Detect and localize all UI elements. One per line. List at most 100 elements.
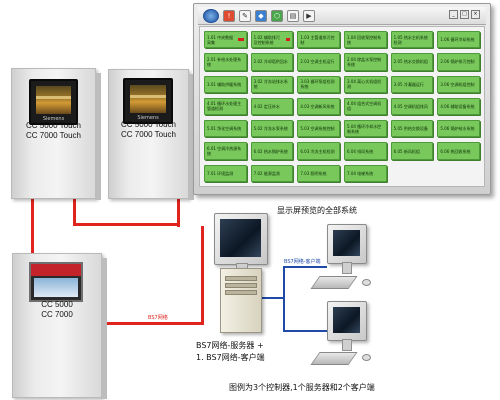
alarm-indicator — [237, 38, 244, 42]
system-tile[interactable]: 7.04 电梯系统 — [344, 164, 387, 182]
system-tile-label: 5.03 空调系统控制 — [300, 126, 335, 132]
network-line-server-riser — [201, 226, 204, 325]
system-tile[interactable]: 3.03 循环泵组检测系统 — [297, 75, 340, 93]
system-tile[interactable]: 7.01 环境监测 — [204, 164, 247, 182]
system-tile[interactable]: 2.01 补给水处理系统 — [204, 53, 247, 71]
system-tile[interactable]: 3.04 离心式机组检测 — [344, 75, 387, 93]
system-tile[interactable]: 1.02 辅助排污及控制系统 — [250, 31, 294, 49]
system-tile-label: 7.03 照明系统 — [300, 170, 327, 176]
client-2-keyboard — [310, 352, 358, 365]
system-tile-label: 7.01 环境监测 — [207, 170, 234, 176]
client-2-stand — [342, 339, 352, 351]
system-tile[interactable]: 4.04 组合式空调机组 — [344, 97, 387, 116]
system-tile[interactable]: 3.05 冷凝器运行 — [390, 75, 434, 93]
system-tile-label: 3.03 循环泵组检测系统 — [300, 79, 335, 90]
client-line-horizontal — [262, 297, 284, 299]
network-line-horizontal — [73, 223, 179, 226]
system-tile-label: 1.03 主管道排污控制 — [300, 34, 335, 45]
system-tile-label: 6.02 热水锅炉系统 — [253, 148, 288, 154]
system-tile-label: 6.01 空调冷热源系统 — [207, 146, 242, 157]
system-tile[interactable]: 5.01 净化空调系统 — [204, 120, 247, 138]
system-tile[interactable]: 1.04 回收泵控制系统 — [344, 31, 387, 49]
system-tile[interactable]: 5.06 锅炉给水系统 — [437, 120, 480, 138]
system-tile[interactable]: 7.03 照明系统 — [297, 164, 340, 182]
controller-touch-screen: Siemens — [123, 78, 173, 124]
system-tile-label: 1.04 回收泵控制系统 — [347, 34, 382, 45]
bs7-network-label: BS7网络 — [148, 315, 168, 321]
system-tile[interactable]: 2.05 热水交换机组 — [390, 53, 434, 71]
system-tile-label: 5.01 净化空调系统 — [207, 126, 242, 132]
logo-icon[interactable] — [203, 8, 219, 23]
system-tile[interactable]: 3.06 空调机组控制 — [437, 75, 480, 93]
play-icon[interactable]: ▶ — [303, 9, 315, 22]
system-tile[interactable]: 3.02 冷冻站排水系统 — [250, 75, 294, 93]
system-tile[interactable]: 2.04 除盐水泵控制系统 — [344, 53, 387, 71]
system-tile[interactable]: 6.02 热水锅炉系统 — [250, 142, 294, 160]
system-tile[interactable]: 6.04 排风系统 — [344, 142, 387, 160]
system-tile-label: 5.05 供热交换设备 — [393, 126, 428, 132]
system-tile[interactable]: 6.06 热回收系统 — [437, 142, 480, 160]
display-caption: 显示屏预览的全部系统 — [277, 206, 357, 215]
maximize-button[interactable]: □ — [460, 10, 469, 19]
system-tile-label: 4.04 组合式空调机组 — [347, 101, 382, 112]
system-tile-label: 4.06 辅助设备系统 — [440, 103, 475, 109]
alert-icon[interactable]: ! — [223, 9, 235, 22]
client-network-label: BS7网络-客户端 — [284, 259, 321, 265]
system-tile[interactable]: 6.01 空调冷热源系统 — [204, 142, 247, 160]
system-tile[interactable]: 5.02 冷冻水泵系统 — [250, 120, 294, 138]
controller-touch-screen: Siemens — [29, 79, 78, 125]
system-tile-label: 5.06 锅炉给水系统 — [440, 126, 475, 132]
system-tile-label: 4.01 循环水处理主管道检测 — [207, 101, 242, 112]
system-tile-label: 1.06 循环冷却系统 — [440, 37, 475, 43]
network-icon[interactable]: ⬡ — [271, 9, 283, 22]
system-tile[interactable]: 2.02 冷却塔供回水 — [250, 53, 294, 71]
network-line-ctrl2-down — [73, 197, 76, 225]
server-label-1: BS7网络-服务器 + — [196, 341, 264, 350]
system-tile-label: 4.03 空调新风系统 — [300, 103, 335, 109]
system-tile-label: 3.01 辅助供暖系统 — [207, 81, 242, 87]
system-tile[interactable]: 4.06 辅助设备系统 — [437, 97, 480, 116]
system-tile-label: 2.04 除盐水泵控制系统 — [347, 56, 382, 67]
controller-model-label: CC 5000 Touch CC 7000 Touch — [26, 121, 81, 140]
client-2-mouse — [362, 354, 371, 361]
close-button[interactable]: × — [471, 10, 480, 19]
system-tile[interactable]: 6.03 冷冻主机检测 — [297, 142, 340, 160]
server-monitor — [214, 213, 268, 265]
client-1-mouse — [362, 279, 371, 286]
system-tile[interactable]: 1.06 循环冷却系统 — [437, 31, 480, 49]
system-tile[interactable]: 5.03 空调系统控制 — [297, 120, 340, 138]
system-tile[interactable]: 3.01 辅助供暖系统 — [204, 75, 247, 93]
system-tile-label: 1.02 辅助排污及控制系统 — [253, 34, 280, 45]
client-1-monitor — [327, 224, 367, 264]
display-toolbar-bar: ! ✎ ◆ ⬡ ▤ ▶ _ □ × — [198, 7, 486, 25]
system-tile[interactable]: 2.06 锅炉排污控制 — [437, 53, 480, 71]
system-tile-label: 3.06 空调机组控制 — [440, 81, 475, 87]
system-tile-label: 5.04 循环冷却水控制系统 — [347, 123, 382, 134]
server-label-2: 1. BS7网络-客户端 — [196, 353, 265, 362]
document-icon[interactable]: ▤ — [287, 9, 299, 22]
system-tile[interactable]: 4.01 循环水处理主管道检测 — [204, 97, 247, 116]
system-tile[interactable]: 5.04 循环冷却水控制系统 — [344, 120, 387, 138]
system-tile-label: 3.04 离心式机组检测 — [347, 79, 382, 90]
controller-cabinet-2: Siemens CC 5000 Touch CC 7000 Touch — [108, 69, 194, 200]
system-tile[interactable]: 4.05 空调机组排风 — [390, 97, 434, 116]
system-tile[interactable]: 4.02 定压补水 — [250, 97, 294, 116]
system-tile-label: 6.03 冷冻主机检测 — [300, 148, 335, 154]
system-tile[interactable]: 7.02 能源监测 — [250, 164, 294, 182]
client-line-vertical — [283, 266, 285, 332]
system-tile[interactable]: 1.05 热水主机系统检测 — [390, 31, 434, 49]
system-tile[interactable]: 1.03 主管道排污控制 — [297, 31, 340, 49]
minimize-button[interactable]: _ — [449, 10, 458, 19]
map-icon[interactable]: ◆ — [255, 9, 267, 22]
edit-icon[interactable]: ✎ — [239, 9, 251, 22]
system-tile[interactable]: 2.03 空调主机运行 — [297, 53, 340, 71]
system-tile[interactable]: 6.05 新风机组 — [390, 142, 434, 160]
system-tile[interactable]: 4.03 空调新风系统 — [297, 97, 340, 116]
client-2-monitor — [327, 301, 367, 341]
system-tile-grid: 1.01 中央数据采集 1.02 辅助排污及控制系统 1.03 主管道排污控制 1.0… — [199, 26, 485, 187]
client-1-keyboard — [310, 276, 358, 289]
system-tile-label: 6.04 排风系统 — [347, 148, 374, 154]
system-tile[interactable]: 1.01 中央数据采集 — [204, 31, 247, 49]
system-tile[interactable]: 5.05 供热交换设备 — [390, 120, 434, 138]
system-tile-label: 3.02 冷冻站排水系统 — [253, 79, 288, 90]
